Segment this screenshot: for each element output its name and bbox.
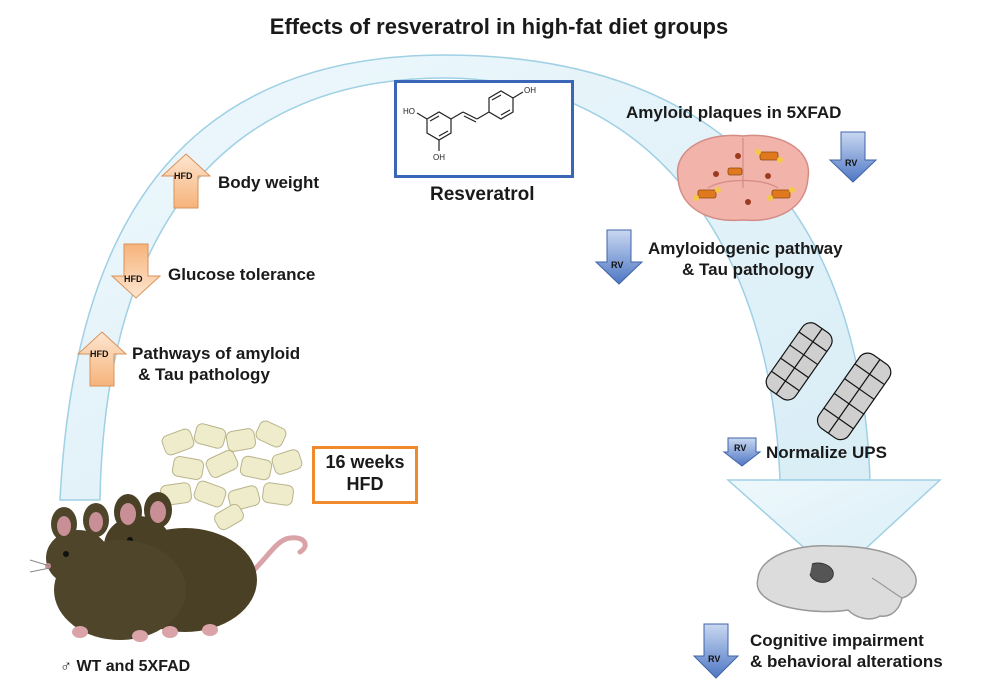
- diet-duration: 16 weeks: [325, 452, 405, 472]
- svg-text:RV: RV: [734, 443, 746, 453]
- effect-cognitive-line1: Cognitive impairment: [750, 631, 924, 650]
- resveratrol-label: Resveratrol: [430, 184, 535, 205]
- oh-label-right: OH: [524, 86, 536, 95]
- hfd-up-arrow-icon: HFD: [76, 331, 128, 387]
- rv-down-arrow-icon: RV: [692, 623, 740, 679]
- effect-normalize-ups: Normalize UPS: [766, 443, 887, 462]
- effect-amyloidogenic-line2: & Tau pathology: [682, 260, 814, 279]
- hfd-down-arrow-icon: HFD: [110, 243, 162, 299]
- diet-type: HFD: [346, 474, 384, 494]
- figure-title: Effects of resveratrol in high-fat diet …: [269, 14, 729, 39]
- rv-down-arrow-icon: RV: [722, 437, 762, 467]
- hfd-up-arrow-icon: HFD: [160, 153, 212, 209]
- effect-amyloidogenic-line1: Amyloidogenic pathway: [648, 239, 843, 258]
- effect-amyloid-plaques: Amyloid plaques in 5XFAD: [626, 103, 842, 122]
- svg-text:RV: RV: [845, 158, 857, 168]
- effect-amyloid-pathways-line2: & Tau pathology: [138, 365, 270, 384]
- oh-label-bottom: OH: [433, 153, 445, 162]
- svg-text:HFD: HFD: [90, 349, 109, 359]
- effect-body-weight: Body weight: [218, 173, 320, 192]
- svg-text:RV: RV: [611, 260, 623, 270]
- svg-text:RV: RV: [708, 654, 720, 664]
- ho-label-left: HO: [403, 107, 415, 116]
- mice-illustration: [29, 492, 308, 642]
- effect-cognitive-line2: & behavioral alterations: [750, 652, 943, 671]
- hfd-pellets-image: [160, 420, 303, 531]
- effect-amyloid-pathways: Pathways of amyloid & Tau pathology: [132, 343, 300, 385]
- resveratrol-structure-box: OH HO OH: [394, 80, 574, 178]
- effect-glucose-tolerance: Glucose tolerance: [168, 265, 316, 284]
- mice-label: ♂ WT and 5XFAD: [60, 658, 191, 675]
- rv-down-arrow-icon: RV: [828, 131, 878, 183]
- svg-text:HFD: HFD: [124, 274, 143, 284]
- effect-amyloid-pathways-line1: Pathways of amyloid: [132, 344, 301, 363]
- rv-down-arrow-icon: RV: [594, 229, 644, 285]
- diet-duration-box: 16 weeks HFD: [312, 446, 418, 504]
- brain-section-plaques-image: [676, 134, 810, 222]
- resveratrol-structure: OH HO OH: [403, 86, 536, 162]
- effect-cognitive-impairment: Cognitive impairment & behavioral altera…: [750, 630, 943, 672]
- proteasome-image: [765, 322, 892, 441]
- svg-text:HFD: HFD: [174, 171, 193, 181]
- sagittal-brain-image: [756, 545, 917, 620]
- effect-amyloidogenic-pathway: Amyloidogenic pathway & Tau pathology: [648, 238, 843, 280]
